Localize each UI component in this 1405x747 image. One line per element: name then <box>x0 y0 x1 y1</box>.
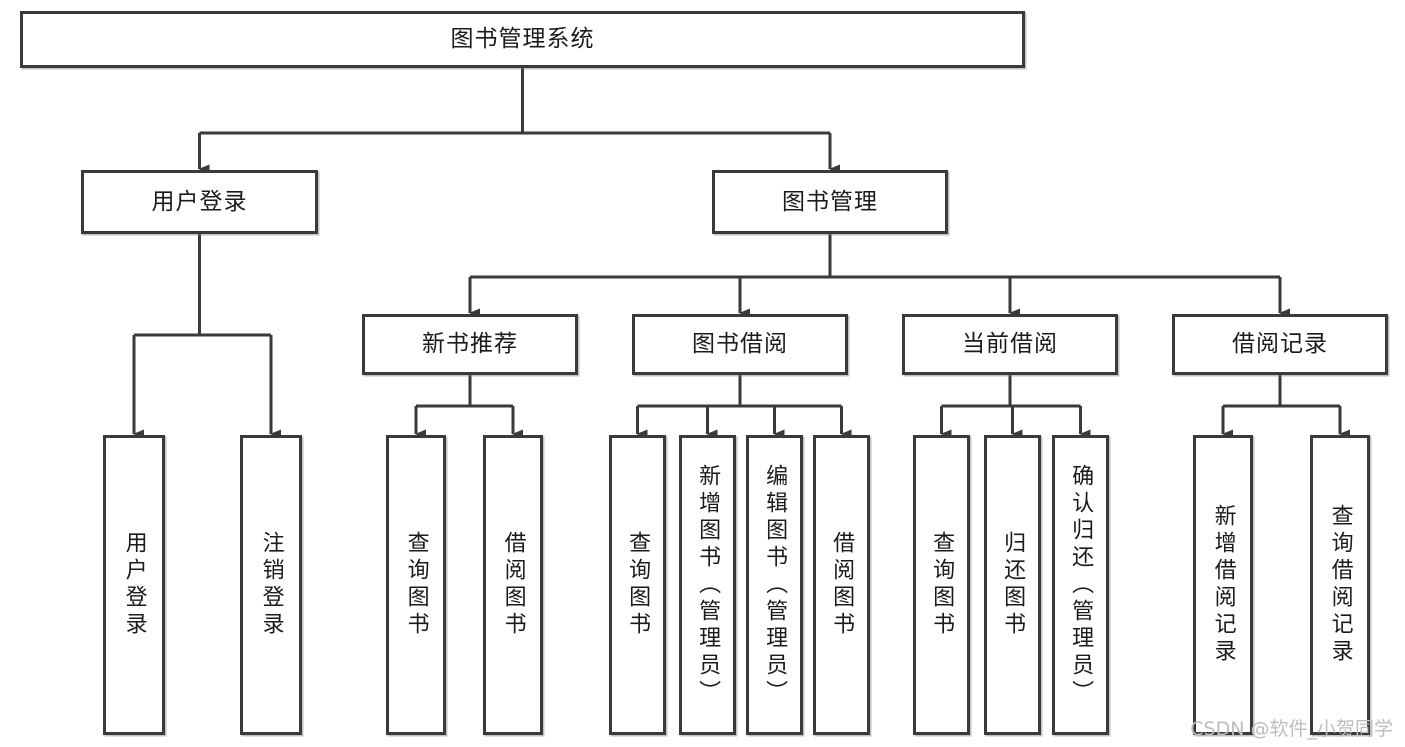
node-leaf-borrow-book-rec[interactable]: 借阅图书 <box>483 435 543 735</box>
node-new-book-recommend[interactable]: 新书推荐 <box>362 314 578 375</box>
node-label-leaf-return-book: 归还图书 <box>1000 531 1026 639</box>
node-label-leaf-borrow-book: 借阅图书 <box>829 531 855 639</box>
node-label-borrow-record: 借阅记录 <box>1232 331 1328 358</box>
node-label-leaf-logout: 注销登录 <box>258 531 284 639</box>
node-user-login[interactable]: 用户登录 <box>81 170 318 234</box>
watermark-label: CSDN @软件_小贺同学 <box>1190 718 1393 740</box>
node-leaf-borrow-book[interactable]: 借阅图书 <box>813 435 870 735</box>
node-label-leaf-user-login: 用户登录 <box>121 531 147 639</box>
node-leaf-logout[interactable]: 注销登录 <box>240 435 302 735</box>
node-label-leaf-query-book-borrow: 查询图书 <box>625 531 651 639</box>
node-label-root: 图书管理系统 <box>450 26 595 53</box>
node-label-book-manage: 图书管理 <box>782 188 878 215</box>
node-leaf-return-book[interactable]: 归还图书 <box>984 435 1041 735</box>
node-leaf-confirm-return-admin[interactable]: 确认归还（管理员） <box>1052 435 1109 735</box>
node-leaf-query-book-rec[interactable]: 查询图书 <box>386 435 446 735</box>
node-label-leaf-borrow-book-rec: 借阅图书 <box>500 531 526 639</box>
edge-group <box>132 68 1350 439</box>
node-root[interactable]: 图书管理系统 <box>20 11 1025 68</box>
node-leaf-add-borrow-record[interactable]: 新增借阅记录 <box>1193 435 1253 735</box>
node-leaf-query-borrow-record[interactable]: 查询借阅记录 <box>1310 435 1370 735</box>
node-book-borrow[interactable]: 图书借阅 <box>632 314 848 375</box>
node-label-leaf-add-borrow-record: 新增借阅记录 <box>1210 504 1236 666</box>
node-leaf-query-book-borrow[interactable]: 查询图书 <box>609 435 666 735</box>
node-label-leaf-add-book-admin: 新增图书（管理员） <box>695 463 721 707</box>
node-borrow-record[interactable]: 借阅记录 <box>1172 314 1388 375</box>
node-label-leaf-edit-book-admin: 编辑图书（管理员） <box>762 463 788 707</box>
node-label-current-borrow: 当前借阅 <box>962 331 1058 358</box>
node-label-new-book-recommend: 新书推荐 <box>422 331 518 358</box>
node-label-leaf-confirm-return-admin: 确认归还（管理员） <box>1068 463 1094 707</box>
node-book-manage[interactable]: 图书管理 <box>712 170 948 234</box>
node-label-leaf-query-borrow-record: 查询借阅记录 <box>1327 504 1353 666</box>
node-leaf-user-login[interactable]: 用户登录 <box>103 435 165 735</box>
node-label-user-login: 用户登录 <box>151 188 248 215</box>
node-leaf-add-book-admin[interactable]: 新增图书（管理员） <box>679 435 736 735</box>
node-leaf-edit-book-admin[interactable]: 编辑图书（管理员） <box>746 435 803 735</box>
node-label-leaf-query-book-rec: 查询图书 <box>403 531 429 639</box>
node-current-borrow[interactable]: 当前借阅 <box>902 314 1118 375</box>
node-leaf-query-book-cur[interactable]: 查询图书 <box>913 435 970 735</box>
node-label-book-borrow: 图书借阅 <box>692 331 788 358</box>
node-label-leaf-query-book-cur: 查询图书 <box>929 531 955 639</box>
